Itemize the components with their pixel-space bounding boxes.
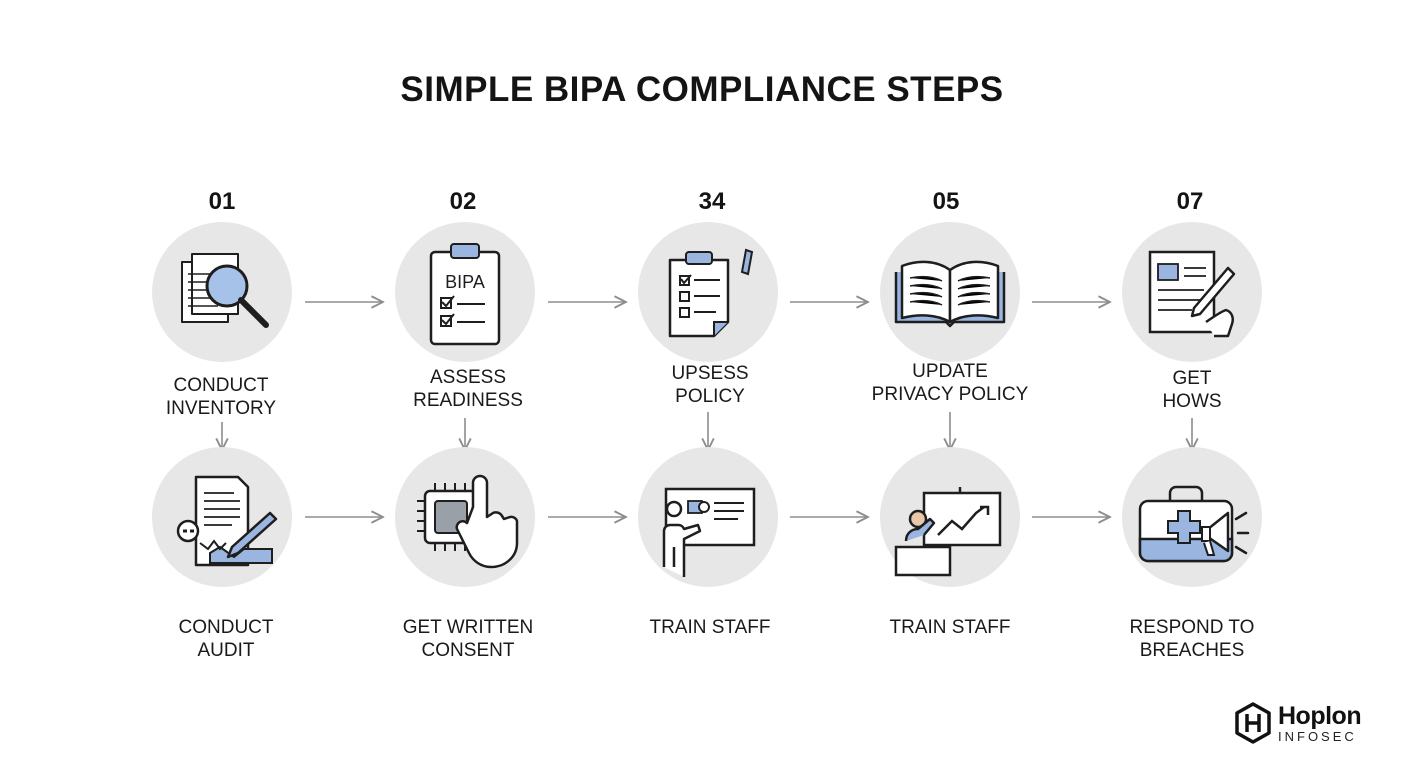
step-circle (880, 222, 1020, 362)
brand-logo: Hoplon INFOSEC (1234, 702, 1374, 746)
step-label-line: RESPOND TO (1129, 617, 1255, 638)
step-label: GET HOWS (1082, 367, 1302, 413)
step-label: CONDUCT INVENTORY (111, 374, 331, 420)
step-label-line: GET WRITTEN (402, 617, 534, 638)
fingerprint-chip-hand-icon (417, 474, 519, 569)
step-label-line: BREACHES (1139, 640, 1245, 661)
checklist-pencil-icon (668, 248, 754, 338)
presenter-chart-icon (894, 487, 1002, 577)
step-label: RESPOND TO BREACHES (1082, 616, 1302, 662)
documents-magnifier-icon (181, 253, 269, 328)
step-label-line: GET (1172, 368, 1212, 389)
step-label: CONDUCT AUDIT (116, 616, 336, 662)
hexagon-h-logo-icon (1235, 702, 1271, 744)
step-number: 34 (698, 188, 726, 215)
step-label-line: CONSENT (421, 640, 515, 661)
step-circle (880, 447, 1020, 587)
open-book-icon (894, 260, 1006, 328)
step-circle (152, 447, 292, 587)
step-circle (395, 447, 535, 587)
step-circle: BIPA (395, 222, 535, 362)
step-circle (1122, 447, 1262, 587)
step-label: TRAIN STAFF (600, 616, 820, 639)
brand-subtitle: INFOSEC (1278, 729, 1357, 744)
step-label-line: ASSESS (429, 367, 507, 388)
step-circle (638, 447, 778, 587)
step-circle (152, 222, 292, 362)
step-label-line: HOWS (1162, 391, 1222, 412)
step-label-line: PRIVACY POLICY (871, 384, 1029, 405)
step-number: 02 (449, 188, 477, 215)
step-circle (1122, 222, 1262, 362)
step-circle (638, 222, 778, 362)
step-number: 07 (1176, 188, 1204, 215)
step-label-line: TRAIN STAFF (889, 617, 1011, 638)
presenter-board-icon (662, 487, 756, 577)
page-title: SIMPLE BIPA COMPLIANCE STEPS (400, 70, 1004, 109)
step-label-line: UPSESS (671, 363, 749, 384)
step-label: GET WRITTEN CONSENT (358, 616, 578, 662)
step-label: UPDATE PRIVACY POLICY (840, 360, 1060, 406)
step-label-line: CONDUCT (178, 617, 274, 638)
step-label-line: CONDUCT (173, 375, 269, 396)
brand-name: Hoplon (1278, 702, 1362, 730)
step-label: ASSESS READINESS (358, 366, 578, 412)
step-label-line: UPDATE (912, 361, 988, 382)
step-label-line: TRAIN STAFF (649, 617, 771, 638)
signing-document-icon (1148, 250, 1236, 338)
step-number: 01 (208, 188, 236, 215)
step-label-line: READINESS (413, 390, 523, 411)
first-aid-megaphone-icon (1138, 485, 1250, 563)
clipboard-checklist-icon: BIPA (429, 243, 501, 346)
step-label: TRAIN STAFF (840, 616, 1060, 639)
step-label-line: POLICY (675, 386, 745, 407)
step-label: UPSESS POLICY (600, 362, 820, 408)
step-label-line: INVENTORY (165, 398, 277, 419)
audit-document-pen-icon (176, 475, 278, 567)
step-number: 05 (932, 188, 960, 215)
clipboard-text: BIPA (445, 272, 485, 292)
step-label-line: AUDIT (197, 640, 255, 661)
